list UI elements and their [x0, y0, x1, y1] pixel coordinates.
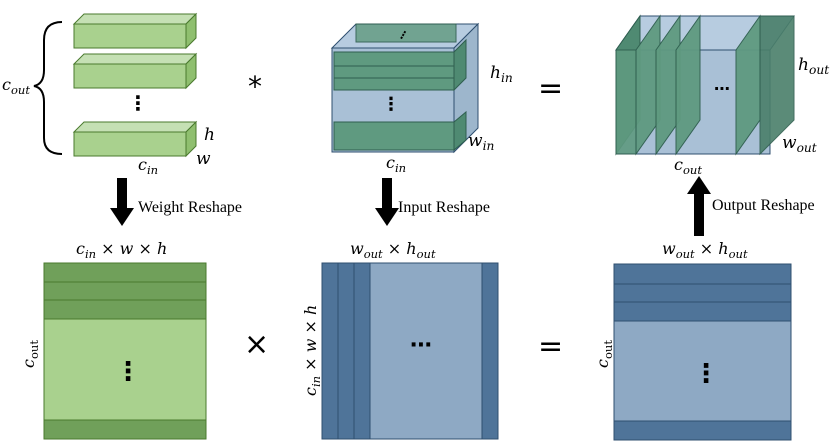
input-volume: ⋮ ⋮ hin win cin: [330, 22, 513, 175]
conv-operator: *: [248, 70, 262, 103]
filter-bank: ⋮ cout h w cin: [2, 12, 215, 177]
output-reshape-arrow: Output Reshape: [687, 176, 815, 236]
label-cin-w-h: cin × w × h: [76, 239, 167, 261]
output-matrix: wout × hout ⋮ cout: [593, 239, 792, 441]
output-slice-1: [615, 14, 641, 156]
label-h-out: hout: [798, 55, 829, 77]
label-c-out-output-matrix: cout: [593, 340, 615, 368]
output-slice-4: [675, 14, 701, 156]
label-h-filter: h: [204, 125, 215, 145]
weight-reshape-arrow: Weight Reshape: [110, 178, 242, 226]
output-slice-n: [735, 14, 795, 156]
label-c-out-weight: cout: [19, 340, 41, 368]
weight-matrix: cin × w × h ⋮ cout: [19, 239, 207, 440]
equals-operator-bottom: =: [538, 329, 563, 364]
label-h-in: hin: [490, 63, 513, 85]
equals-operator-top: =: [538, 71, 563, 106]
filter-n: [72, 120, 198, 158]
label-c-in-input: cin: [386, 153, 406, 175]
input-reshape-label: Input Reshape: [398, 199, 490, 216]
label-wout-hout-input: wout × hout: [350, 239, 436, 261]
output-volume: ⋯ hout wout cout: [615, 14, 829, 177]
label-w-out: wout: [782, 133, 817, 155]
filter-2: [72, 52, 198, 90]
output-ellipsis: ⋯: [714, 79, 730, 98]
output-reshape-label: Output Reshape: [712, 197, 815, 214]
weight-reshape-label: Weight Reshape: [138, 199, 242, 216]
output-matrix-ellipsis: ⋮: [693, 359, 719, 389]
filter-ellipsis: ⋮: [128, 91, 148, 115]
input-ellipsis: ⋮: [382, 94, 400, 115]
filter-1: [72, 12, 198, 50]
label-c-out-left: cout: [2, 75, 30, 97]
weight-matrix-ellipsis: ⋮: [115, 357, 141, 387]
matmul-operator: ×: [244, 327, 269, 362]
label-wout-hout-output: wout × hout: [662, 239, 748, 261]
input-reshape-arrow: Input Reshape: [375, 178, 490, 226]
label-cin-w-h-rotated: cin × w × h: [301, 305, 323, 396]
label-w-in: win: [468, 131, 494, 153]
label-c-in-filter: cin: [138, 155, 158, 177]
label-w-filter: w: [196, 149, 211, 169]
label-c-out-output: cout: [674, 155, 702, 177]
input-matrix: wout × hout ⋯ cin × w × h: [301, 239, 499, 440]
left-brace: [33, 21, 63, 155]
input-matrix-ellipsis: ⋯: [410, 333, 432, 358]
